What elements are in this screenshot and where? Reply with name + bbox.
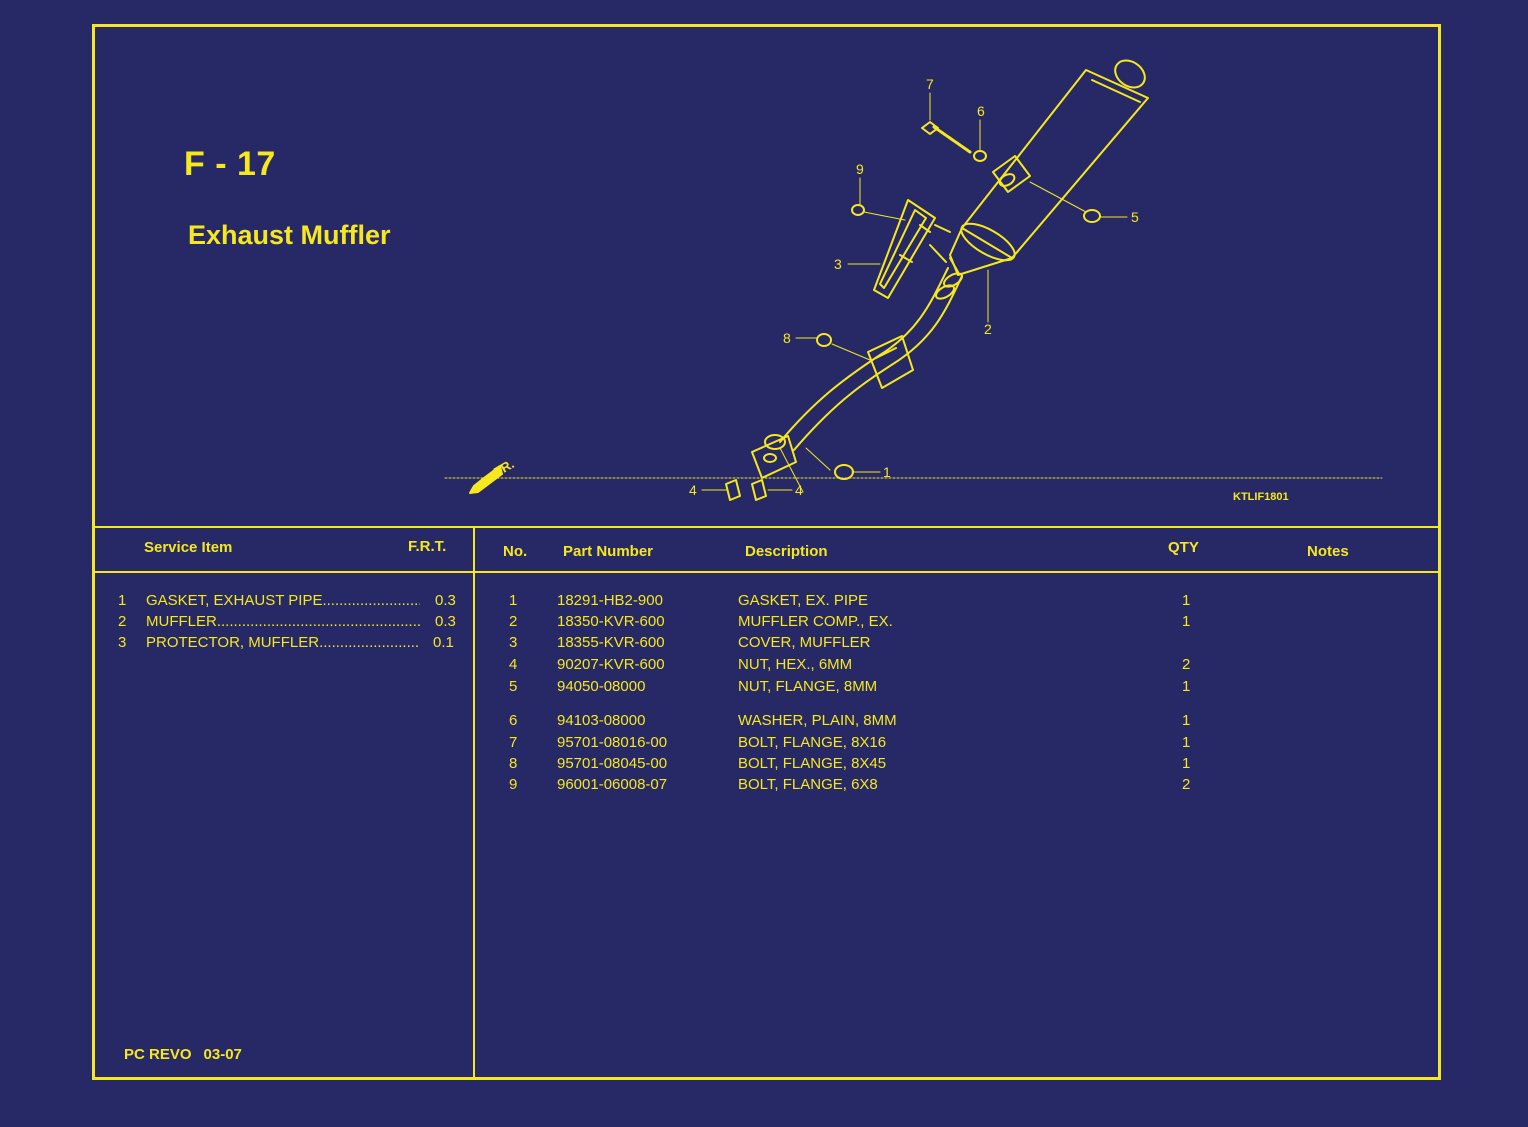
exhaust-pipe-drawing [751,267,964,479]
parts-row-part-number: 90207-KVR-600 [557,656,665,673]
parts-row-qty: 1 [1182,678,1191,695]
parts-row-description: COVER, MUFFLER [738,634,871,651]
callout-4-right: 4 [795,482,803,498]
parts-row-no: 8 [509,755,518,772]
callout-2: 2 [984,321,992,337]
notes-header: Notes [1307,543,1349,560]
service-row-frt: 0.3 [435,613,456,630]
parts-row-no: 4 [509,656,518,673]
illustration-code: KTLIF1801 [1233,491,1289,503]
service-row-no: 3 [118,634,127,651]
parts-row-part-number: 95701-08045-00 [557,755,668,772]
parts-row-description: BOLT, FLANGE, 8X16 [738,734,887,751]
parts-row-description: GASKET, EX. PIPE [738,592,869,609]
hardware-drawing [725,121,1101,501]
callout-6: 6 [977,103,985,119]
parts-row-no: 5 [509,678,518,695]
parts-row-no: 2 [509,613,518,630]
parts-row-part-number: 95701-08016-00 [557,734,668,751]
service-row-desc: PROTECTOR, MUFFLER......................… [146,634,420,651]
service-row-frt: 0.1 [433,634,454,651]
callout-4-left: 4 [689,482,697,498]
callout-9: 9 [856,161,864,177]
page-title: Exhaust Muffler [188,220,391,250]
parts-row-no: 9 [509,776,518,793]
parts-row-qty: 2 [1182,656,1191,673]
service-row-no: 1 [118,592,127,609]
parts-row-description: BOLT, FLANGE, 8X45 [738,755,887,772]
sheet-frame [92,24,1441,1080]
parts-row-qty: 1 [1182,592,1191,609]
service-row-frt: 0.3 [435,592,456,609]
parts-row-part-number: 94050-08000 [557,678,646,695]
parts-row-qty: 2 [1182,776,1191,793]
diagram-divider [95,526,1438,528]
parts-row-part-number: 96001-06008-07 [557,776,668,793]
leader-lines [701,92,1128,493]
model-name: PC REVO [124,1046,192,1063]
front-arrow-icon [469,465,503,494]
parts-row-description: BOLT, FLANGE, 6X8 [738,776,878,793]
parts-row-part-number: 18291-HB2-900 [557,592,663,609]
parts-row-qty: 1 [1182,712,1191,729]
callout-3: 3 [834,256,842,272]
qty-header: QTY [1168,539,1199,556]
parts-row-description: NUT, HEX., 6MM [738,656,853,673]
parts-row-no: 7 [509,734,518,751]
frt-header: F.R.T. [408,538,447,555]
service-row-no: 2 [118,613,127,630]
parts-row-qty: 1 [1182,734,1191,751]
parts-row-no: 1 [509,592,518,609]
service-row-desc: MUFFLER.................................… [146,613,420,630]
parts-row-part-number: 18355-KVR-600 [557,634,665,651]
model-date: 03-07 [203,1046,242,1063]
callout-numbers: 7 6 9 5 3 2 8 1 4 4 [689,76,1139,498]
parts-row-description: WASHER, PLAIN, 8MM [738,712,897,729]
parts-row-no: 6 [509,712,518,729]
parts-row-description: NUT, FLANGE, 8MM [738,678,878,695]
service-item-header: Service Item [144,539,233,556]
muffler-cover-drawing [873,199,951,299]
part-number-header: Part Number [563,543,654,560]
parts-row-part-number: 94103-08000 [557,712,646,729]
callout-7: 8 [783,330,791,346]
service-row-desc: GASKET, EXHAUST PIPE....................… [146,592,420,609]
model-footer: PC REVO 03-07 [124,1046,242,1063]
parts-row-qty: 1 [1182,755,1191,772]
page-ref-code: F - 17 [184,145,276,183]
callout-5: 5 [1131,209,1139,225]
parts-row-description: MUFFLER COMP., EX. [738,613,893,630]
header-divider [95,571,1438,573]
parts-row-qty: 1 [1182,613,1191,630]
parts-row-no: 3 [509,634,518,651]
description-header: Description [745,543,828,560]
callout-1: 1 [883,464,891,480]
parts-row-part-number: 18350-KVR-600 [557,613,665,630]
no-header: No. [503,543,528,560]
muffler-drawing [949,59,1149,276]
callout-8: 7 [926,76,934,92]
column-divider [473,526,475,1077]
